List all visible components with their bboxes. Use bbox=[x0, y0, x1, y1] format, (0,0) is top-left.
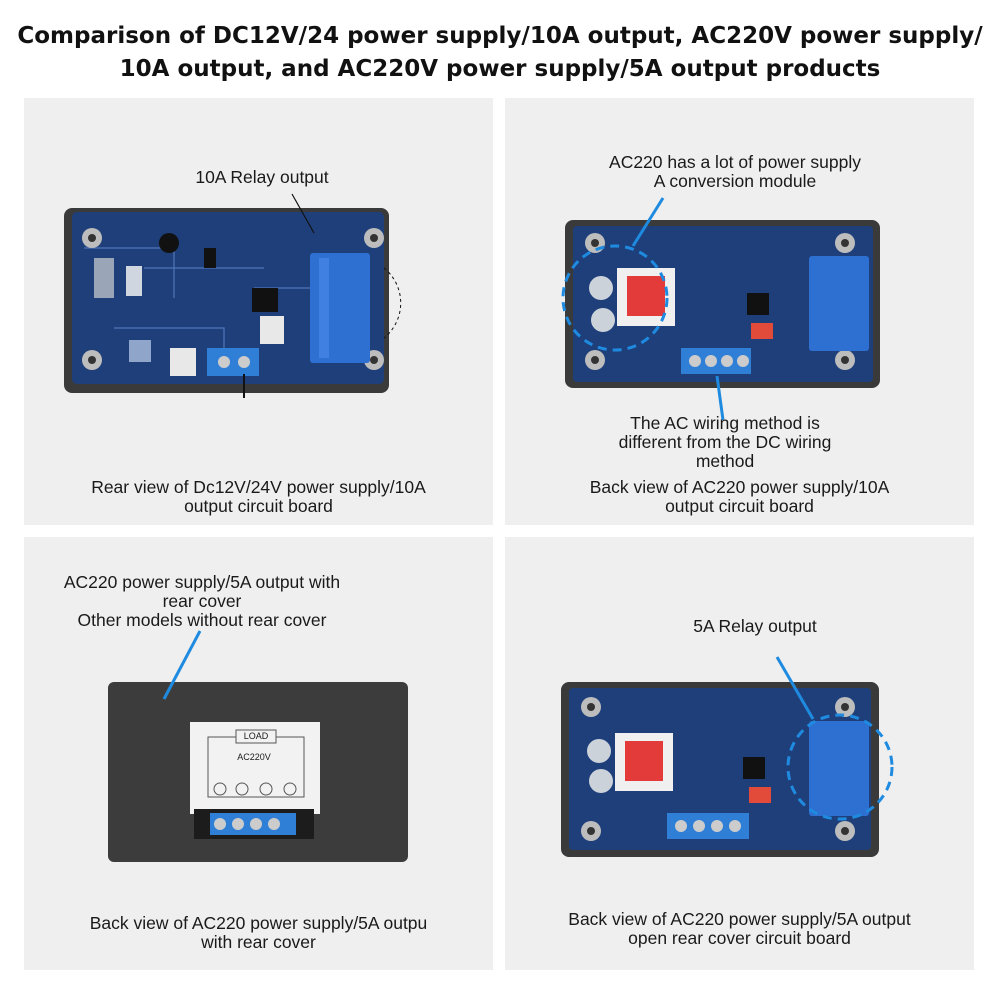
callout-line1: The AC wiring method is bbox=[630, 413, 820, 433]
callout-ac-module: AC220 has a lot of power supply A conver… bbox=[545, 153, 925, 191]
callout-line3: method bbox=[695, 451, 755, 471]
callout-line1: AC220 power supply/5A output with bbox=[63, 572, 341, 592]
label-load: LOAD bbox=[243, 731, 269, 741]
caption-line2: open rear cover circuit board bbox=[628, 928, 851, 948]
callout-line2: A conversion module bbox=[653, 171, 817, 191]
caption-line1: Back view of AC220 power supply/5A outpu bbox=[89, 913, 428, 933]
caption-ac-10a: Back view of AC220 power supply/10A outp… bbox=[505, 478, 974, 516]
ac-5a-board-photo bbox=[561, 656, 894, 857]
callout-rear-cover: AC220 power supply/5A output with rear c… bbox=[32, 573, 372, 630]
caption-line2: with rear cover bbox=[201, 932, 316, 952]
callout-relay-10a: 10A Relay output bbox=[195, 167, 329, 187]
caption-line2: output circuit board bbox=[665, 496, 814, 516]
caption-line1: Back view of AC220 power supply/5A outpu… bbox=[568, 909, 911, 929]
caption-line1: Rear view of Dc12V/24V power supply/10A bbox=[91, 477, 426, 497]
caption-line2: output circuit board bbox=[184, 496, 333, 516]
caption-ac-5a-open: Back view of AC220 power supply/5A outpu… bbox=[505, 910, 974, 948]
caption-ac-5a-cover: Back view of AC220 power supply/5A outpu… bbox=[24, 914, 493, 952]
caption-line1: Back view of AC220 power supply/10A bbox=[589, 477, 890, 497]
caption-dc-10a: Rear view of Dc12V/24V power supply/10A … bbox=[24, 478, 493, 516]
callout-line2: rear cover bbox=[162, 591, 242, 611]
callout-line3: Other models without rear cover bbox=[77, 610, 327, 630]
callout-line1: AC220 has a lot of power supply bbox=[609, 152, 861, 172]
ac-10a-board-photo bbox=[561, 197, 880, 421]
callout-line2: different from the DC wiring bbox=[618, 432, 832, 452]
panel-ac-10a: AC220 has a lot of power supply A conver… bbox=[505, 98, 974, 525]
page-title-line2: 10A output, and AC220V power supply/5A o… bbox=[119, 56, 881, 82]
label-ac220v: AC220V bbox=[237, 752, 271, 762]
rear-cover-photo bbox=[108, 630, 408, 862]
page-title-line1: Comparison of DC12V/24 power supply/10A … bbox=[17, 23, 983, 49]
dc-board-photo bbox=[64, 193, 402, 398]
page-title: Comparison of DC12V/24 power supply/10A … bbox=[0, 20, 1000, 86]
callout-ac-wiring: The AC wiring method is different from t… bbox=[565, 414, 885, 471]
panel-ac-5a-open: 5A Relay output Back view of AC220 power… bbox=[505, 537, 974, 970]
panel-dc-10a: 10A Relay output Rear view of Dc12V/24V … bbox=[24, 98, 493, 525]
panel-ac-5a-cover: LOAD AC220V AC220 power supply/5A output… bbox=[24, 537, 493, 970]
callout-relay-5a: 5A Relay output bbox=[693, 616, 817, 636]
